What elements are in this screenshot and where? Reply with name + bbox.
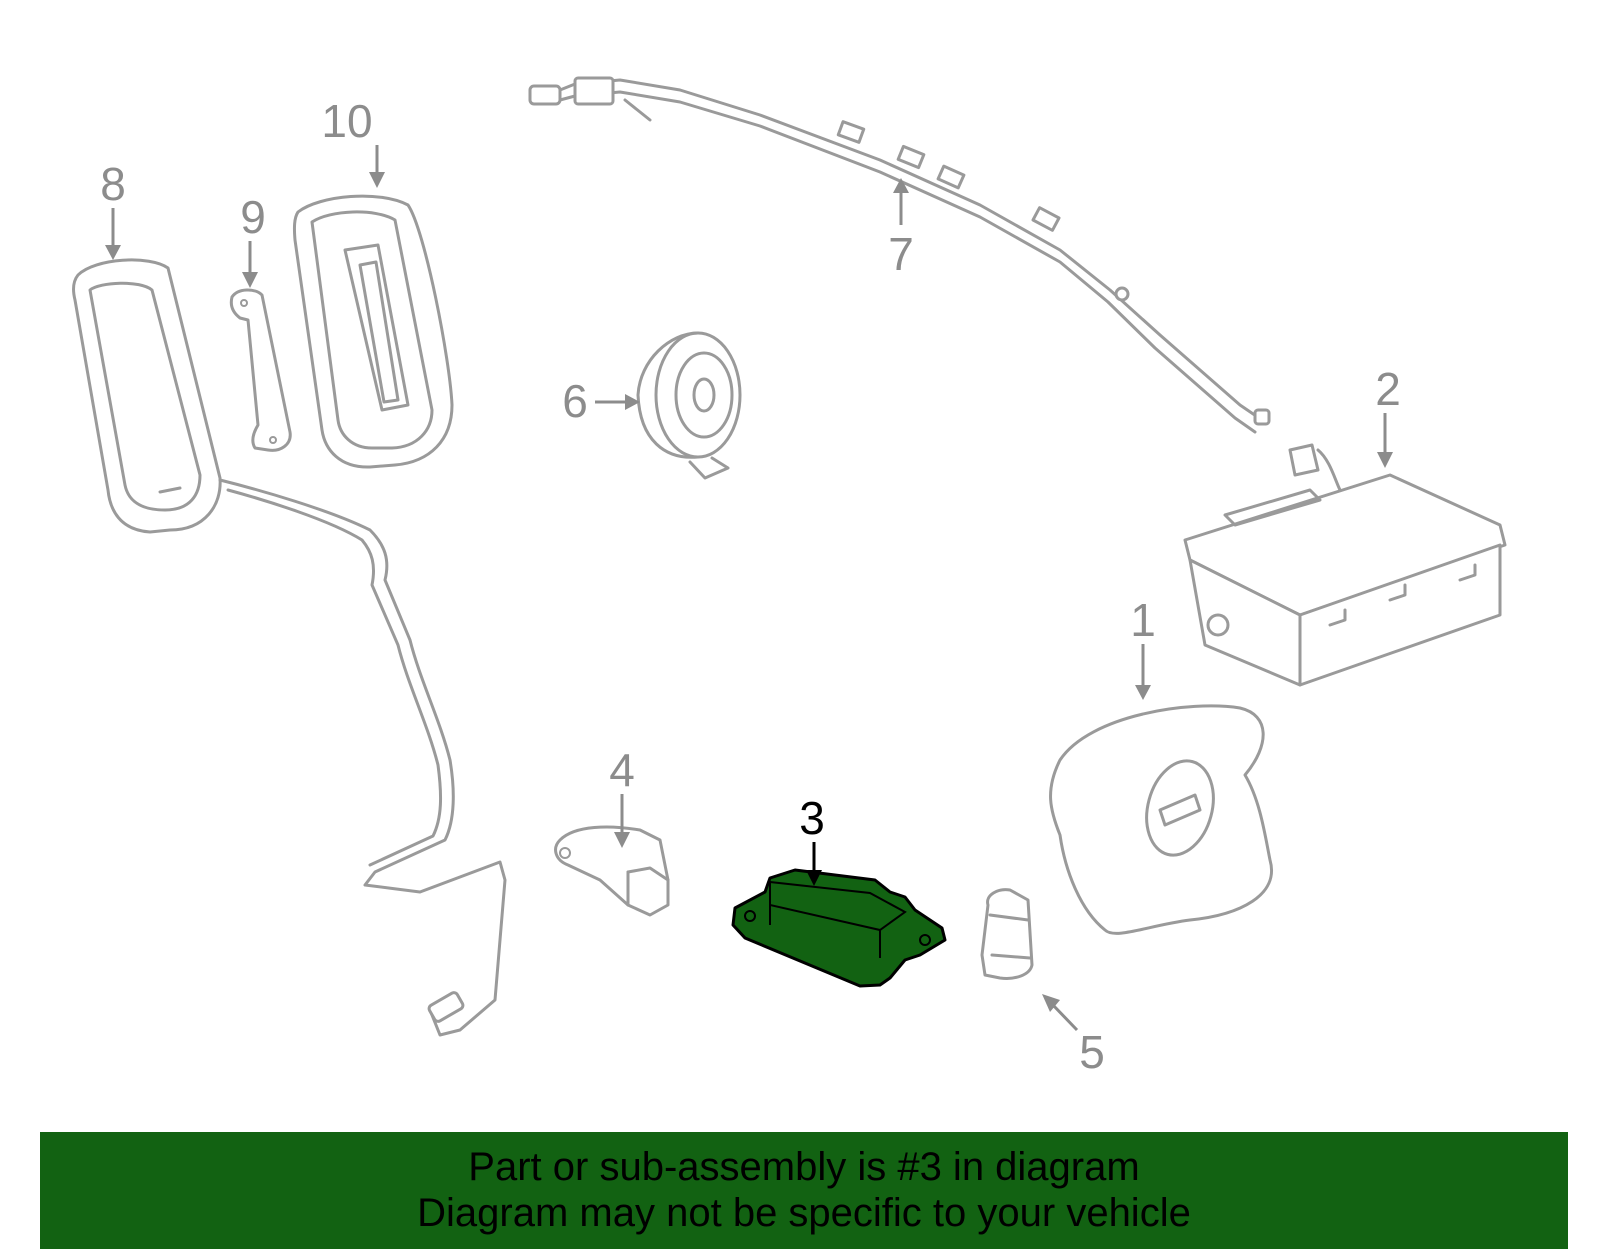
callout-1: 1 [1130, 594, 1156, 700]
part-10-airbag-cover[interactable] [292, 194, 454, 469]
caption-line-2: Diagram may not be specific to your vehi… [417, 1191, 1191, 1235]
callout-4: 4 [609, 744, 635, 848]
caption-banner: Part or sub-assembly is #3 in diagram Di… [40, 1132, 1568, 1249]
callout-5: 5 [1042, 994, 1105, 1078]
svg-text:3: 3 [799, 792, 825, 844]
part-4-sensor[interactable] [554, 825, 670, 917]
svg-text:7: 7 [888, 228, 914, 280]
callout-9: 9 [240, 191, 266, 288]
part-1-driver-airbag[interactable] [1049, 704, 1273, 935]
part-6-clockspring[interactable] [636, 331, 742, 480]
part-7-curtain-airbag[interactable] [528, 76, 1271, 434]
caption-line-1: Part or sub-assembly is #3 in diagram [468, 1145, 1140, 1189]
svg-text:8: 8 [100, 158, 126, 210]
svg-text:4: 4 [609, 744, 635, 796]
part-9-bracket[interactable] [229, 288, 292, 452]
svg-text:9: 9 [240, 191, 266, 243]
callout-3: 3 [799, 792, 825, 886]
callout-2: 2 [1375, 363, 1401, 468]
svg-text:2: 2 [1375, 363, 1401, 415]
part-5-sensor[interactable] [980, 888, 1034, 980]
svg-text:5: 5 [1079, 1026, 1105, 1078]
svg-text:6: 6 [562, 375, 588, 427]
callout-6: 6 [562, 375, 640, 427]
part-2-passenger-airbag[interactable] [1183, 443, 1507, 687]
part-3-sensing-module[interactable] [731, 868, 947, 988]
callout-7: 7 [888, 178, 914, 280]
svg-text:10: 10 [321, 95, 372, 147]
callout-8: 8 [100, 158, 126, 260]
callout-10: 10 [321, 95, 385, 188]
part-8-side-airbag[interactable] [72, 258, 507, 1037]
svg-text:1: 1 [1130, 594, 1156, 646]
